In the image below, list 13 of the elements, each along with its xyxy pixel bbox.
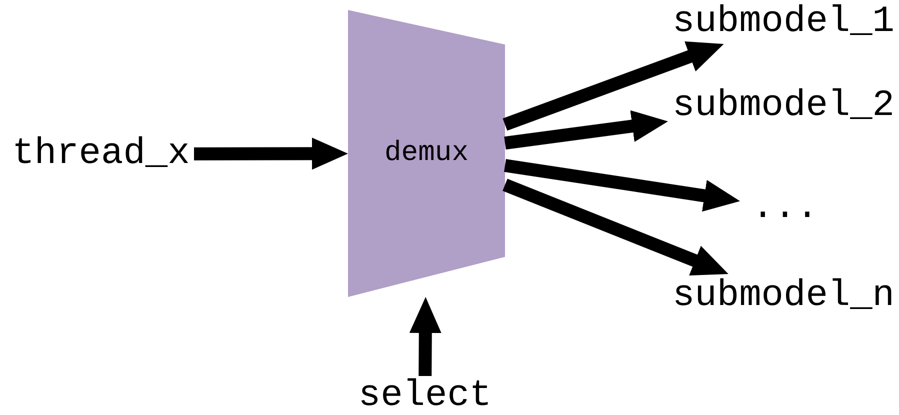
arrow: [504, 110, 668, 150]
arrow: [502, 178, 728, 276]
arrow: [504, 159, 740, 212]
signal-label: submodel_1: [672, 4, 895, 40]
signal-label: ...: [752, 190, 818, 226]
signal-label: thread_x: [12, 136, 190, 172]
signal-label: submodel_2: [672, 88, 895, 124]
signal-label: select: [358, 378, 492, 414]
arrow: [502, 41, 724, 131]
signal-label: submodel_n: [672, 278, 895, 314]
block-label: demux: [384, 140, 468, 168]
arrow: [409, 297, 442, 376]
arrow: [194, 138, 348, 170]
